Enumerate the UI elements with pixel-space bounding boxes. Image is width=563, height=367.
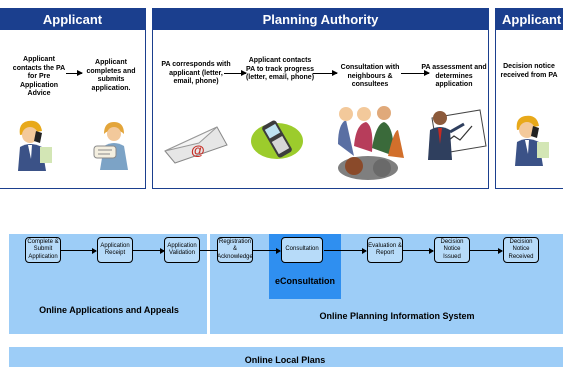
flow-connector (200, 250, 217, 251)
online-planning-label: Online Planning Information System (319, 311, 475, 321)
box-decision-notice-issued: Decision Notice Issued (434, 237, 470, 263)
man-on-phone-icon-right (515, 115, 549, 166)
box-registration-acknowledge: Registration & Acknowledge (217, 237, 253, 263)
step-arrow (224, 70, 247, 76)
flow-arrow (133, 247, 165, 254)
flow-arrow (324, 247, 367, 254)
flow-arrow (252, 247, 281, 254)
step-arrow (401, 70, 430, 76)
panel-header-applicant-left: Applicant (0, 9, 145, 30)
box-application-validation: Application Validation (164, 237, 200, 263)
econsultation-label: eConsultation (275, 276, 335, 286)
box-decision-notice-received: Decision Notice Received (503, 237, 539, 263)
panel-header-planning-authority: Planning Authority (153, 9, 488, 30)
flow-arrow (470, 247, 503, 254)
step-contact-pa: Applicant contacts the PA for Pre Applic… (12, 56, 66, 98)
step-arrow (313, 70, 338, 76)
box-evaluation-report: Evaluation & Report (367, 237, 403, 263)
presenter-at-board-icon (428, 109, 487, 160)
panel-header-applicant-right: Applicant (496, 9, 563, 30)
online-local-plans-band (9, 347, 563, 367)
flow-arrow (61, 247, 97, 254)
step-completes-submits: Applicant completes and submits applicat… (86, 59, 136, 92)
step-arrow (66, 70, 83, 76)
box-complete-submit-application: Complete & Submit Application (25, 237, 61, 263)
box-consultation: Consultation (281, 237, 323, 263)
box-application-receipt: Application Receipt (97, 237, 133, 263)
email-envelope-icon: @ (164, 126, 228, 164)
man-on-phone-icon (18, 120, 52, 171)
step-track-progress: Applicant contacts PA to track progress … (245, 57, 315, 82)
woman-with-plans-icon (93, 122, 128, 170)
flow-arrow (402, 247, 434, 254)
online-applications-label: Online Applications and Appeals (39, 305, 179, 315)
step-consultation: Consultation with neighbours & consultee… (340, 64, 400, 89)
step-pa-corresponds: PA corresponds with applicant (letter, e… (161, 61, 231, 86)
online-local-plans-label: Online Local Plans (244, 355, 326, 365)
crowd-of-people-icon (338, 106, 404, 180)
mobile-phone-icon (251, 120, 303, 159)
svg-text:@: @ (191, 142, 205, 158)
step-assessment: PA assessment and determines application (421, 64, 487, 89)
step-decision-received: Decision notice received from PA (500, 63, 558, 79)
